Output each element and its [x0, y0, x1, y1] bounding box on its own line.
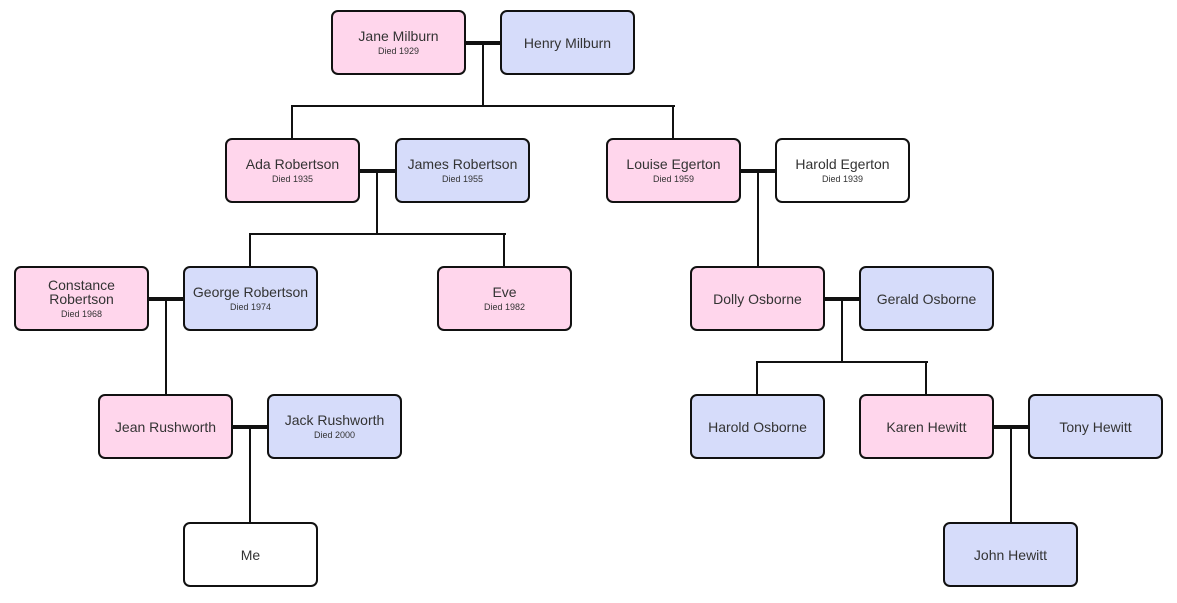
person-box-karen-hewitt[interactable]: Karen Hewitt — [859, 394, 994, 459]
person-name: Harold Egerton — [795, 156, 890, 172]
person-name: Karen Hewitt — [886, 418, 967, 435]
death-year: Died 1968 — [60, 309, 103, 319]
death-year: Died 1955 — [441, 174, 484, 184]
person-name: Dolly Osborne — [713, 290, 802, 307]
person-name: Me — [240, 546, 261, 563]
person-name: James Robertson — [407, 156, 518, 172]
child-line — [249, 233, 251, 266]
person-box-gerald-osborne[interactable]: Gerald Osborne — [859, 266, 994, 331]
person-name: Jean Rushworth — [114, 418, 217, 435]
death-year: Died 2000 — [313, 430, 356, 440]
child-line — [503, 233, 505, 266]
descent-line — [482, 43, 484, 107]
person-box-jean-rushworth[interactable]: Jean Rushworth — [98, 394, 233, 459]
person-box-tony-hewitt[interactable]: Tony Hewitt — [1028, 394, 1163, 459]
child-line — [925, 361, 927, 394]
descent-line — [376, 171, 378, 235]
sibling-bar — [757, 361, 928, 363]
person-name: Eve — [492, 284, 517, 300]
death-year: Died 1929 — [377, 46, 420, 56]
death-year: Died 1982 — [483, 302, 526, 312]
person-box-john-hewitt[interactable]: John Hewitt — [943, 522, 1078, 587]
sibling-bar — [250, 233, 506, 235]
person-name: George Robertson — [192, 284, 309, 300]
person-box-harold-osborne[interactable]: Harold Osborne — [690, 394, 825, 459]
death-year: Died 1959 — [652, 174, 695, 184]
child-line — [672, 105, 674, 138]
descent-line — [249, 427, 251, 522]
person-box-dolly-osborne[interactable]: Dolly Osborne — [690, 266, 825, 331]
death-year: Died 1935 — [271, 174, 314, 184]
child-line — [756, 361, 758, 394]
person-name: Louise Egerton — [626, 156, 721, 172]
person-box-henry-milburn[interactable]: Henry Milburn — [500, 10, 635, 75]
person-name: Jack Rushworth — [284, 412, 385, 428]
descent-line — [757, 171, 759, 266]
death-year: Died 1974 — [229, 302, 272, 312]
person-name: Ada Robertson — [245, 156, 340, 172]
person-box-me[interactable]: Me — [183, 522, 318, 587]
descent-line — [841, 299, 843, 363]
person-name: John Hewitt — [973, 546, 1048, 563]
sibling-bar — [292, 105, 675, 107]
descent-line — [1010, 427, 1012, 522]
death-year: Died 1939 — [821, 174, 864, 184]
person-name: Constance Robertson — [48, 277, 115, 307]
child-line — [291, 105, 293, 138]
person-name: Harold Osborne — [708, 418, 807, 435]
person-name: Jane Milburn — [358, 28, 439, 44]
person-name: Gerald Osborne — [876, 290, 977, 307]
descent-line — [165, 299, 167, 394]
person-name: Tony Hewitt — [1059, 418, 1132, 435]
person-name: Henry Milburn — [523, 34, 612, 51]
